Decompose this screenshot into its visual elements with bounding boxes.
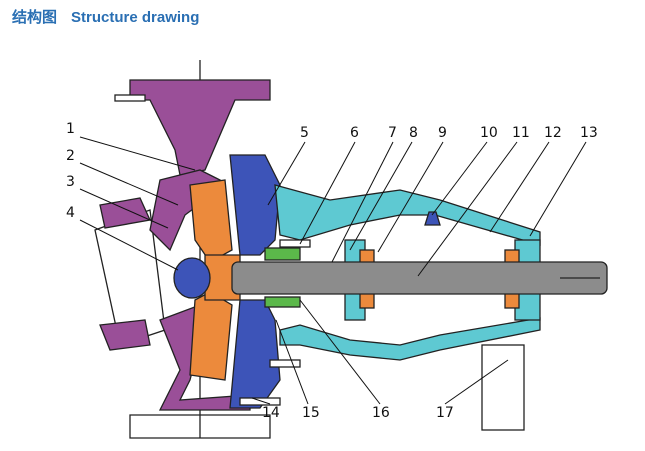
part-label-16: 16 xyxy=(372,405,390,421)
part-label-1: 1 xyxy=(66,121,75,137)
oil-cup xyxy=(424,211,441,226)
part-label-3: 3 xyxy=(66,174,75,190)
leader-line-14 xyxy=(251,397,271,405)
leader-line-5 xyxy=(267,141,306,206)
impeller-nut xyxy=(173,257,211,299)
leader-line-7 xyxy=(331,141,394,263)
part-label-13: 13 xyxy=(580,125,598,141)
title-cn: 结构图 xyxy=(12,9,58,26)
leader-line-3 xyxy=(79,188,169,229)
part-label-8: 8 xyxy=(409,125,418,141)
title-en: Structure drawing xyxy=(71,9,200,26)
leader-line-6 xyxy=(299,141,356,245)
leader-line-13 xyxy=(529,141,587,237)
part-label-7: 7 xyxy=(388,125,397,141)
leader-line-15 xyxy=(275,319,309,405)
leader-line-17 xyxy=(444,359,509,405)
part-label-2: 2 xyxy=(66,148,75,164)
back-cover xyxy=(229,154,281,409)
mechanical-seal xyxy=(264,247,301,261)
part-label-11: 11 xyxy=(512,125,530,141)
part-label-5: 5 xyxy=(300,125,309,141)
mechanical-seal-lower xyxy=(264,296,301,308)
part-label-4: 4 xyxy=(66,205,75,221)
leader-line-9 xyxy=(377,141,444,253)
leader-line-8 xyxy=(349,141,413,251)
pump-base xyxy=(94,60,271,439)
part-label-9: 9 xyxy=(438,125,447,141)
frame-support xyxy=(481,344,525,431)
part-label-14: 14 xyxy=(262,405,280,421)
shaft xyxy=(231,261,608,295)
leader-line-16 xyxy=(299,299,381,405)
page-title: 结构图 Structure drawing xyxy=(12,6,213,27)
leader-line-2 xyxy=(79,162,179,206)
impeller xyxy=(189,179,241,381)
part-label-6: 6 xyxy=(350,125,359,141)
bolts xyxy=(114,94,311,406)
leader-line-10 xyxy=(431,141,488,216)
part-label-17: 17 xyxy=(436,405,454,421)
leader-line-1 xyxy=(79,136,196,171)
leader-line-4 xyxy=(79,219,179,271)
leader-line-12 xyxy=(489,141,550,233)
part-label-12: 12 xyxy=(544,125,562,141)
part-label-10: 10 xyxy=(480,125,498,141)
part-label-15: 15 xyxy=(302,405,320,421)
leader-line-11 xyxy=(417,141,518,277)
